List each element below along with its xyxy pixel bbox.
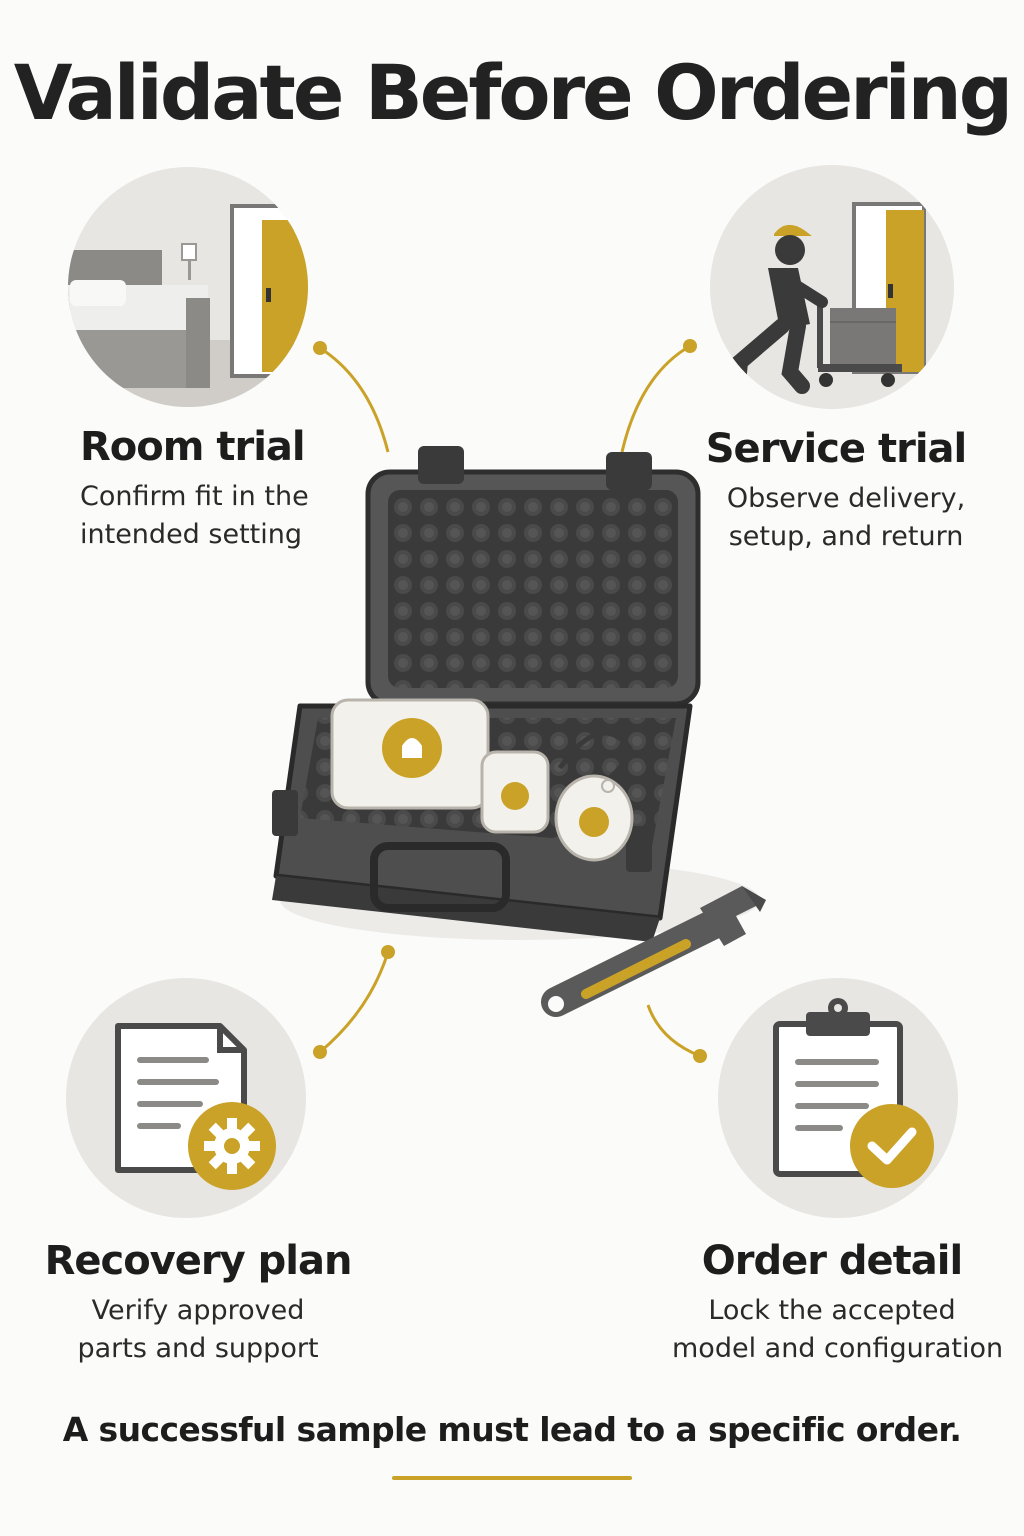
room-trial-line-1: Confirm fit in the	[80, 481, 309, 512]
recovery-plan-line-1: Verify approved	[91, 1295, 305, 1326]
bedroom-door-icon	[68, 167, 308, 407]
sample-kit-case-icon	[272, 446, 760, 942]
order-detail-line-1: Lock the accepted	[708, 1295, 956, 1326]
connector-dots	[313, 339, 707, 1063]
footer-statement: A successful sample must lead to a speci…	[62, 1410, 962, 1449]
page-title: Validate Before Ordering	[13, 48, 1013, 137]
document-gear-icon	[66, 978, 306, 1218]
order-detail-heading: Order detail	[701, 1238, 963, 1284]
recovery-plan-line-2: parts and support	[77, 1333, 319, 1364]
order-detail-line-2: model and configuration	[672, 1333, 1004, 1364]
wrench-icon	[541, 886, 766, 1017]
clipboard-check-icon	[718, 978, 958, 1218]
footer-underline	[392, 1476, 632, 1480]
recovery-plan-heading: Recovery plan	[44, 1238, 353, 1284]
service-trial-line-2: setup, and return	[728, 521, 964, 552]
service-trial-heading: Service trial	[705, 426, 967, 472]
delivery-worker-icon	[710, 165, 954, 409]
room-trial-heading: Room trial	[80, 424, 306, 470]
connector-lines	[319, 344, 701, 1058]
room-trial-line-2: intended setting	[80, 519, 302, 550]
service-trial-line-1: Observe delivery,	[726, 483, 966, 514]
